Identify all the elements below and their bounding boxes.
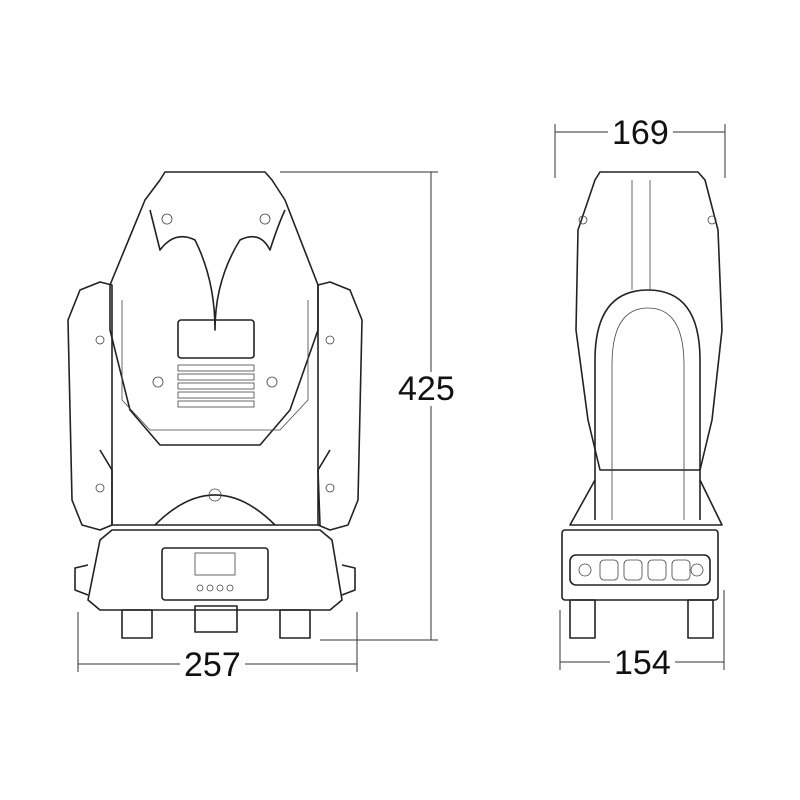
vent-grille bbox=[177, 364, 255, 408]
side-top-width-label: 169 bbox=[608, 116, 673, 150]
front-width-label: 257 bbox=[180, 648, 245, 682]
front-view bbox=[67, 171, 363, 639]
side-base-width-label: 154 bbox=[610, 646, 675, 680]
side-view bbox=[561, 171, 723, 639]
control-panel bbox=[161, 547, 269, 601]
height-label: 425 bbox=[394, 372, 459, 406]
